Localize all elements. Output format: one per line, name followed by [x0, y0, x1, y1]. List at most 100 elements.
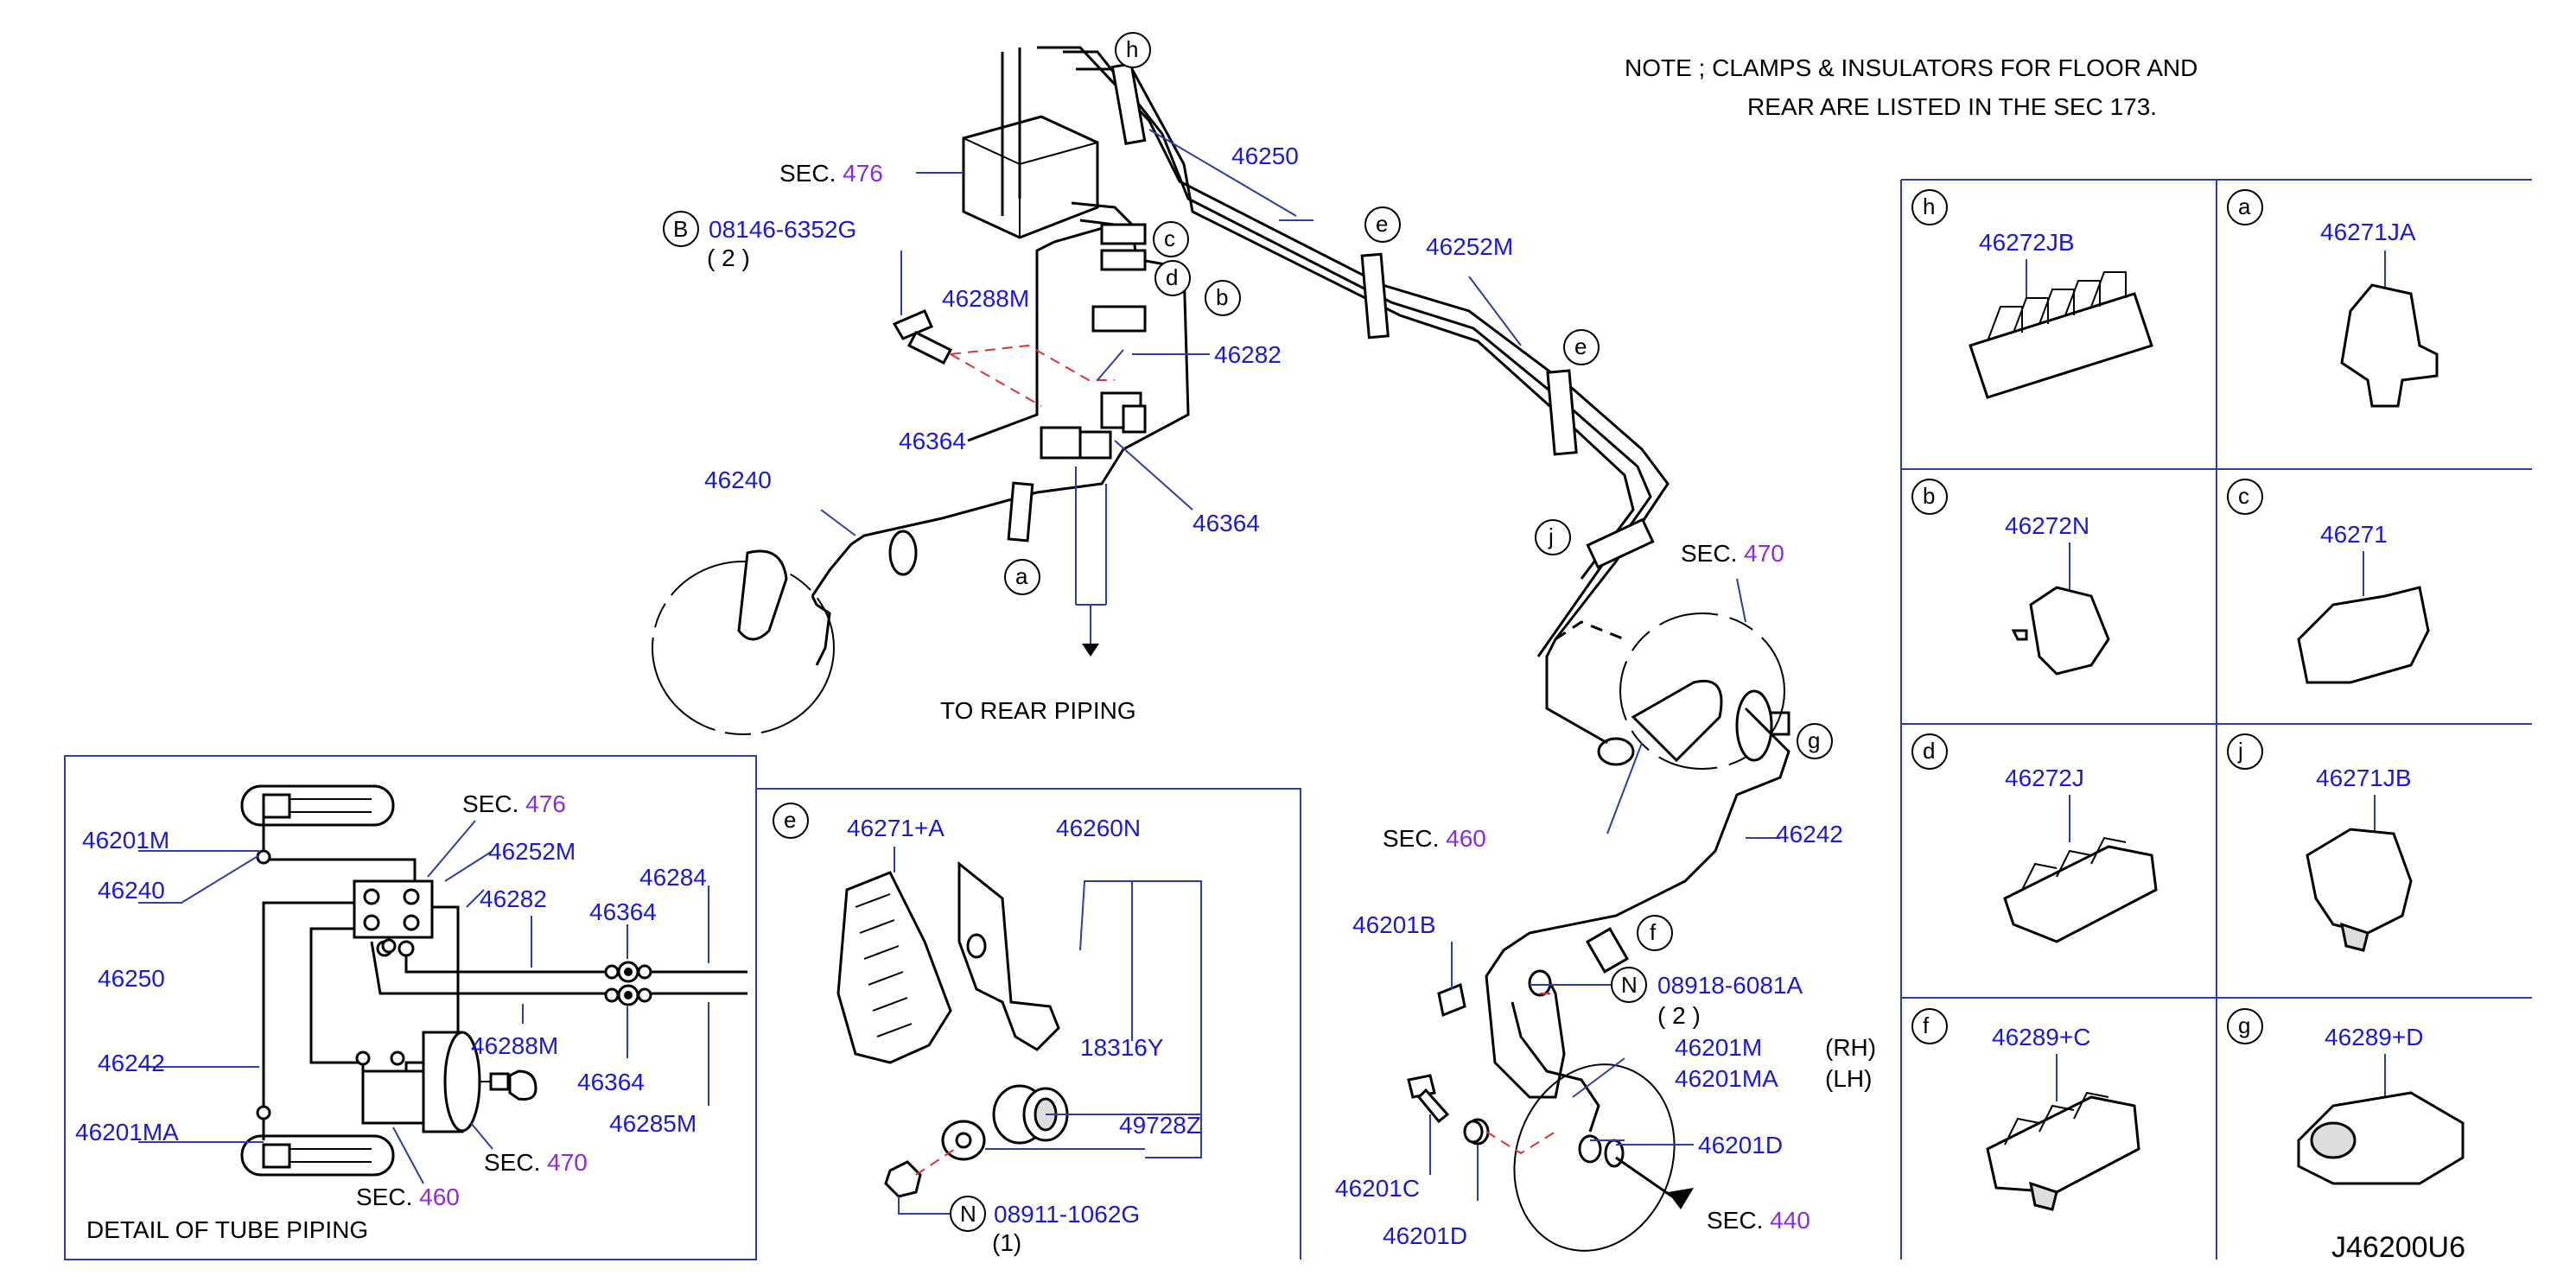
svg-text:B: B — [673, 216, 688, 242]
to-rear-piping-label: TO REAR PIPING — [940, 697, 1136, 724]
note-line-2: REAR ARE LISTED IN THE SEC 173. — [1747, 93, 2157, 120]
svg-text:c: c — [2238, 483, 2249, 509]
part-46282-label: 46282 — [1214, 341, 1282, 368]
detail-46201MA-label: 46201MA — [75, 1119, 179, 1146]
svg-text:N: N — [960, 1201, 976, 1227]
front-rotor-left — [652, 561, 835, 735]
detail-46252M-label: 46252M — [488, 838, 576, 865]
part-46271A-label: 46271+A — [847, 815, 945, 841]
front-rotor-right — [1513, 1063, 1676, 1252]
detail-46250-label: 46250 — [98, 965, 165, 992]
svg-text:(1): (1) — [992, 1229, 1021, 1256]
detail-46242-label: 46242 — [98, 1050, 165, 1076]
svg-text:( 2 ): ( 2 ) — [1657, 1002, 1701, 1029]
callout-h: h — [1115, 32, 1151, 68]
bolt-08146-6352G — [892, 251, 953, 365]
detail-title: DETAIL OF TUBE PIPING — [86, 1216, 368, 1243]
part-46364-label-b: 46364 — [1193, 510, 1260, 536]
part-46242-label: 46242 — [1776, 821, 1843, 847]
drawing-code: J46200U6 — [2331, 1231, 2465, 1264]
part-46250-label: 46250 — [1231, 143, 1299, 169]
detail-46284-label: 46284 — [639, 864, 707, 891]
part-46201MA-label: 46201MA — [1675, 1065, 1778, 1092]
arrow-down-icon — [1082, 644, 1099, 657]
rear-rotor-assembly — [1545, 612, 1785, 770]
svg-text:a: a — [2238, 194, 2251, 219]
clamp-cell-b: b 46272N — [1911, 479, 2110, 676]
svg-text:g: g — [2238, 1012, 2250, 1038]
clamp-cell-g: g 46289+D — [2227, 1008, 2465, 1185]
part-46201D-label-a: 46201D — [1698, 1132, 1783, 1158]
svg-text:46272J: 46272J — [2005, 765, 2084, 791]
clamp-e-box: e 46271+A 46260N 18316Y 49728Z N 08911-1… — [756, 788, 1301, 1260]
detail-46288M-label: 46288M — [471, 1032, 558, 1059]
detail-46201M-label: 46201M — [82, 827, 169, 854]
svg-text:f: f — [1650, 919, 1657, 945]
svg-text:c: c — [1164, 225, 1175, 251]
note-line-1: NOTE ; CLAMPS & INSULATORS FOR FLOOR AND — [1625, 54, 2198, 81]
clamp-cell-c: c 46271 — [2227, 479, 2430, 684]
part-46288M-label: 46288M — [942, 285, 1029, 312]
part-49728Z-label: 49728Z — [1119, 1112, 1201, 1139]
clamp-cell-f: f 46289+C — [1911, 1008, 2140, 1211]
callout-e1: e — [1364, 206, 1401, 243]
svg-text:46271JA: 46271JA — [2320, 219, 2416, 245]
nut-08911-label: N 08911-1062G (1) — [950, 1196, 1140, 1256]
rh-label: (RH) — [1825, 1034, 1876, 1061]
svg-text:N: N — [1621, 972, 1638, 998]
svg-text:j: j — [2237, 738, 2243, 764]
detail-46285M-label: 46285M — [609, 1110, 696, 1137]
detail-46364-label-a: 46364 — [589, 898, 657, 925]
part-46201D-label-b: 46201D — [1383, 1222, 1467, 1249]
detail-46364-label-b: 46364 — [577, 1069, 645, 1095]
svg-text:46289+D: 46289+D — [2325, 1024, 2423, 1050]
svg-text:46289+C: 46289+C — [1992, 1024, 2090, 1050]
callout-c: c — [1153, 221, 1189, 257]
svg-text:f: f — [1923, 1012, 1930, 1038]
svg-text:b: b — [1923, 483, 1935, 509]
detail-46282-label: 46282 — [480, 885, 547, 912]
junction-block-46364 — [950, 344, 1147, 460]
svg-text:a: a — [1015, 563, 1028, 589]
svg-text:08918-6081A: 08918-6081A — [1657, 972, 1803, 999]
sec-440-label: SEC. 440 — [1707, 1207, 1810, 1234]
callout-e2: e — [1563, 329, 1600, 365]
clamp-cell-a: a 46271JA — [2227, 189, 2439, 408]
svg-text:b: b — [1216, 284, 1228, 310]
svg-text:e: e — [784, 807, 796, 833]
callout-b: b — [1205, 280, 1241, 316]
nut-08918-label: N 08918-6081A ( 2 ) — [1611, 967, 1803, 1029]
svg-text:d: d — [1923, 738, 1935, 764]
detail-sec-470-label: SEC. 470 — [484, 1149, 588, 1176]
arrow-sec440-icon — [1668, 1188, 1694, 1209]
part-18316Y-label: 18316Y — [1080, 1034, 1164, 1061]
svg-text:g: g — [1808, 727, 1820, 753]
clamp-cell-h: h 46272JB — [1911, 189, 2153, 399]
detail-sec-476-label: SEC. 476 — [462, 790, 566, 817]
clamp-grid — [1900, 179, 2532, 1260]
clamp-cell-d: d 46272J — [1911, 733, 2158, 943]
sec-460-label: SEC. 460 — [1383, 825, 1486, 852]
svg-text:( 2 ): ( 2 ) — [707, 244, 750, 271]
lh-label: (LH) — [1825, 1065, 1872, 1092]
callout-a: a — [1004, 559, 1040, 595]
clamp-cell-j: j 46271JB — [2227, 733, 2413, 952]
sec-476-label: SEC. 476 — [779, 160, 883, 187]
part-46364-label-a: 46364 — [899, 428, 966, 454]
detail-tube-piping-box: 46201M 46240 46250 46242 46201MA SEC. 47… — [64, 755, 757, 1260]
main-assembly: SEC. 476 TO REAR PIPING — [652, 32, 1876, 1252]
part-46201M-label: 46201M — [1675, 1034, 1762, 1061]
part-46201C-label: 46201C — [1335, 1175, 1420, 1202]
svg-text:e: e — [1376, 211, 1388, 237]
sec-470-label: SEC. 470 — [1681, 540, 1784, 567]
svg-text:h: h — [1923, 194, 1935, 219]
svg-text:08146-6352G: 08146-6352G — [709, 216, 856, 243]
part-46201B-label: 46201B — [1352, 911, 1436, 938]
svg-text:08911-1062G: 08911-1062G — [994, 1201, 1140, 1228]
callout-g: g — [1797, 723, 1833, 759]
part-46252M-label: 46252M — [1426, 233, 1513, 260]
part-46260N-label: 46260N — [1056, 815, 1141, 841]
svg-text:46271: 46271 — [2320, 521, 2388, 548]
svg-text:e: e — [1574, 333, 1587, 359]
